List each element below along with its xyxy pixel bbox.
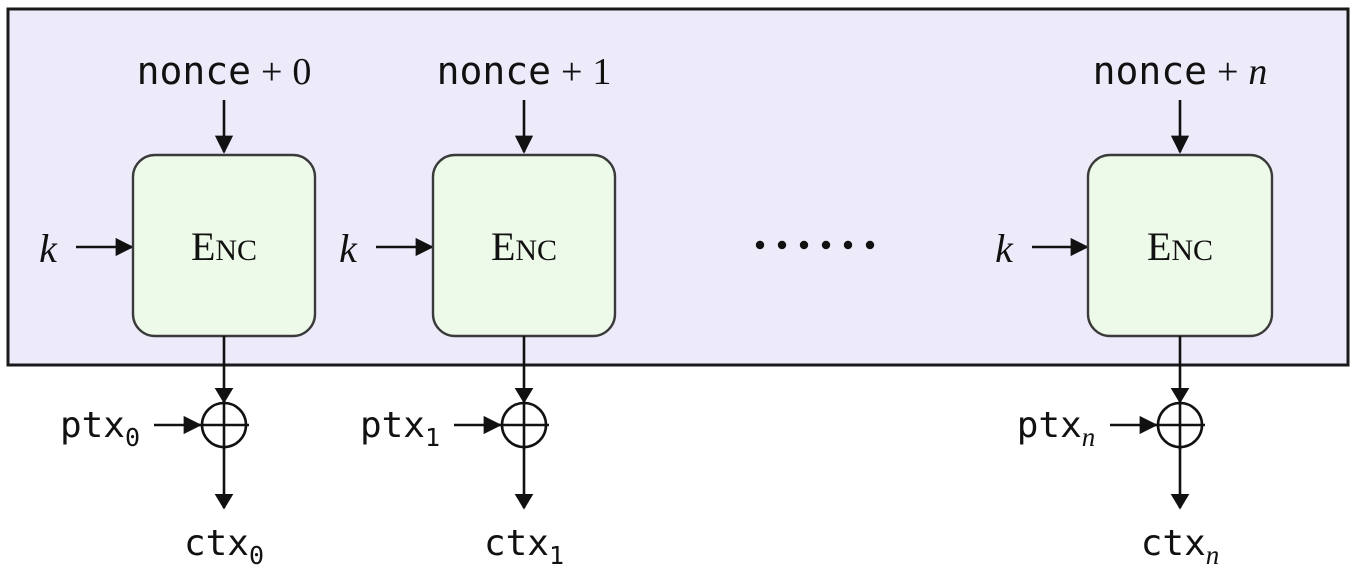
- nonce-prefix-1: nonce: [437, 49, 551, 93]
- nonce-operator-1: +: [561, 51, 582, 93]
- nonce-prefix-0: nonce: [137, 49, 251, 93]
- nonce-operator-n: +: [1217, 51, 1238, 93]
- ciphertext-label-stage-n: ctxn: [1141, 523, 1220, 570]
- xor-gate-stage-n[interactable]: [1155, 400, 1205, 450]
- key-label-stage-0: k: [39, 226, 58, 271]
- key-label-stage-n: k: [995, 226, 1014, 271]
- plaintext-sub-1: 1: [425, 423, 440, 452]
- plaintext-sub-0: 0: [125, 423, 140, 452]
- nonce-label-stage-1: nonce+1: [437, 49, 612, 93]
- ciphertext-base-n: ctx: [1141, 523, 1206, 564]
- plaintext-base-n: ptx: [1017, 405, 1082, 446]
- ciphertext-sub-n: n: [1206, 540, 1220, 570]
- nonce-index-1: 1: [592, 51, 611, 93]
- xor-gate-stage-1[interactable]: [499, 400, 549, 450]
- plaintext-base-0: ptx: [60, 405, 125, 446]
- ciphertext-sub-1: 1: [549, 541, 564, 570]
- plaintext-label-stage-n: ptxn: [1017, 405, 1096, 452]
- ciphertext-base-1: ctx: [484, 523, 549, 564]
- nonce-operator-0: +: [261, 51, 282, 93]
- nonce-prefix-n: nonce: [1093, 49, 1207, 93]
- nonce-index-0: 0: [292, 51, 311, 93]
- ciphertext-base-0: ctx: [184, 523, 249, 564]
- ciphertext-label-stage-0: ctx0: [184, 523, 264, 570]
- nonce-index-n: n: [1248, 51, 1267, 93]
- plaintext-sub-n: n: [1082, 422, 1096, 452]
- plaintext-label-stage-1: ptx1: [360, 405, 440, 452]
- nonce-label-stage-0: nonce+0: [137, 49, 312, 93]
- plaintext-base-1: ptx: [360, 405, 425, 446]
- plaintext-label-stage-0: ptx0: [60, 405, 140, 452]
- nonce-label-stage-n: nonce+n: [1093, 49, 1268, 93]
- stage-ellipsis: [755, 240, 875, 250]
- enc-block-label-stage-0: ENC: [191, 224, 257, 269]
- enc-block-label-stage-1: ENC: [491, 224, 557, 269]
- xor-gate-stage-0[interactable]: [199, 400, 249, 450]
- ciphertext-label-stage-1: ctx1: [484, 523, 564, 570]
- enc-block-label-stage-n: ENC: [1147, 224, 1213, 269]
- ciphertext-sub-0: 0: [249, 541, 264, 570]
- key-label-stage-1: k: [339, 226, 358, 271]
